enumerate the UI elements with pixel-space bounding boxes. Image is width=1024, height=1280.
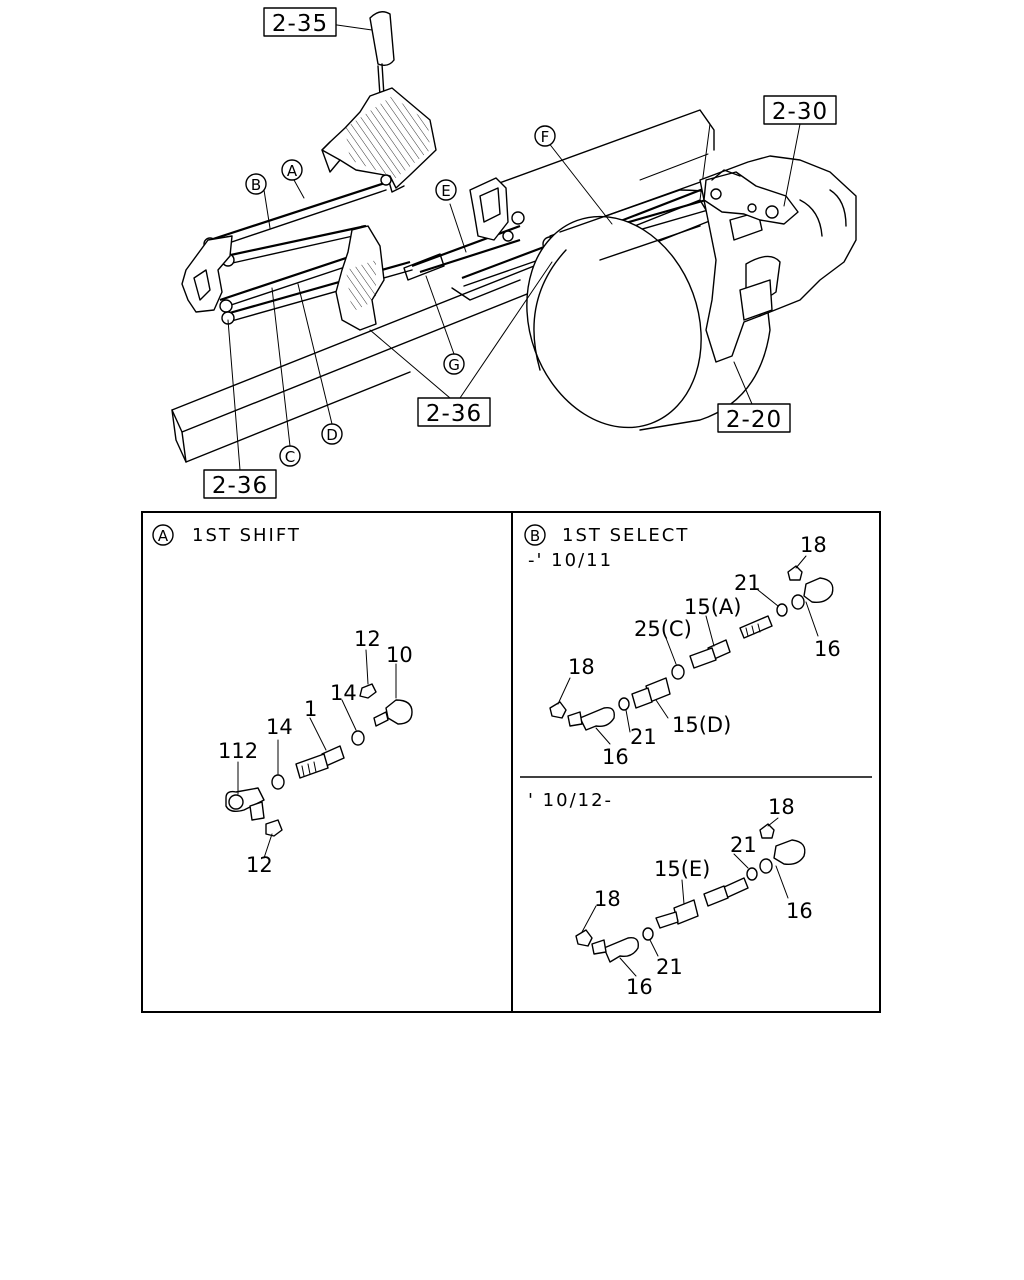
label-14-right: 14: [330, 681, 357, 705]
label-25c: 25(C): [634, 617, 692, 641]
panel-b-upper-date: -' 10/11: [528, 550, 613, 571]
label-10: 10: [386, 643, 413, 667]
callout-d[interactable]: D: [321, 423, 343, 445]
label-21-bottom: 21: [630, 725, 657, 749]
ref-label: 2-35: [272, 11, 328, 37]
callout-letter: C: [285, 448, 295, 466]
label-16-right-lower: 16: [786, 899, 813, 923]
panel-b-lower-date: ' 10/12-: [528, 790, 613, 811]
panel-b-title: 1ST SELECT: [562, 525, 689, 546]
ref-label: 2-30: [772, 99, 828, 125]
panel-a-circle-letter: A: [158, 527, 169, 545]
label-12-bottom: 12: [246, 853, 273, 877]
callout-a[interactable]: A: [281, 159, 303, 181]
label-112: 112: [218, 739, 258, 763]
left-bracket: [181, 235, 233, 313]
panel-b-circle-letter: B: [530, 527, 540, 545]
label-12-top: 12: [354, 627, 381, 651]
callout-letter: G: [448, 356, 460, 374]
panel-b-1st-select: B 1ST SELECT -' 10/11: [524, 524, 841, 999]
ref-box-2-20[interactable]: 2-20: [717, 403, 791, 433]
callout-g[interactable]: G: [443, 353, 465, 375]
label-21-bottom-lower: 21: [656, 955, 683, 979]
bracket-e: [469, 177, 509, 241]
ref-label: 2-20: [726, 407, 782, 433]
shift-lever: [321, 11, 437, 193]
panel-b-header: B 1ST SELECT -' 10/11: [524, 524, 689, 571]
panel-b-upper-parts: [549, 565, 834, 731]
panel-a-parts: [225, 683, 413, 837]
panel-b-lower-labels: 18 21 15(E) 16 18 21 16: [594, 795, 813, 999]
panel-b-upper-leaders: [557, 555, 819, 745]
label-21-top-lower: 21: [730, 833, 757, 857]
label-14-left: 14: [266, 715, 293, 739]
callout-e[interactable]: E: [435, 179, 457, 201]
label-16-bottom-lower: 16: [626, 975, 653, 999]
callout-letter: E: [441, 182, 450, 200]
leader-lines: [227, 23, 801, 471]
label-18-left: 18: [568, 655, 595, 679]
label-18-left-lower: 18: [594, 887, 621, 911]
label-16-bottom: 16: [602, 745, 629, 769]
ref-box-2-30[interactable]: 2-30: [763, 95, 837, 125]
label-18-top: 18: [800, 533, 827, 557]
panel-a-1st-shift: A 1ST SHIFT: [152, 524, 413, 877]
label-16-right: 16: [814, 637, 841, 661]
panel-b-lower-parts: [575, 823, 806, 963]
panel-a-title: 1ST SHIFT: [192, 525, 301, 546]
label-18-top-lower: 18: [768, 795, 795, 819]
callout-letter: F: [541, 128, 550, 146]
ref-label: 2-36: [426, 401, 482, 427]
detail-panels: [141, 511, 881, 1013]
transmission-linkage: [703, 169, 799, 225]
ref-box-2-36-center[interactable]: 2-36: [417, 397, 491, 427]
ref-label: 2-36: [212, 473, 268, 499]
callout-c[interactable]: C: [279, 445, 301, 467]
label-21-top: 21: [734, 571, 761, 595]
callout-letter: D: [326, 426, 338, 444]
ref-box-2-35[interactable]: 2-35: [263, 7, 337, 37]
callout-letter: A: [287, 162, 298, 180]
label-15a: 15(A): [684, 595, 741, 619]
label-1: 1: [304, 697, 317, 721]
callout-f[interactable]: F: [534, 125, 556, 147]
assembly-drawing: 2-35 2-30 2-36 2-36 2-20 A B E: [171, 7, 857, 499]
panel-a-header: A 1ST SHIFT: [152, 524, 301, 546]
label-15e: 15(E): [654, 857, 710, 881]
panel-b-lower-leaders: [581, 817, 789, 977]
label-15d: 15(D): [672, 713, 731, 737]
panel-b-upper-labels: 18 21 15(A) 25(C) 16 18 15(D) 21 16: [568, 533, 841, 769]
callout-b[interactable]: B: [245, 173, 267, 195]
callout-letter: B: [251, 176, 261, 194]
ref-box-2-36-left[interactable]: 2-36: [203, 469, 277, 499]
panel-a-leaders: [237, 649, 397, 859]
panel-a-labels: 12 10 14 1 14 112 12: [218, 627, 413, 877]
center-bracket: [335, 225, 445, 331]
